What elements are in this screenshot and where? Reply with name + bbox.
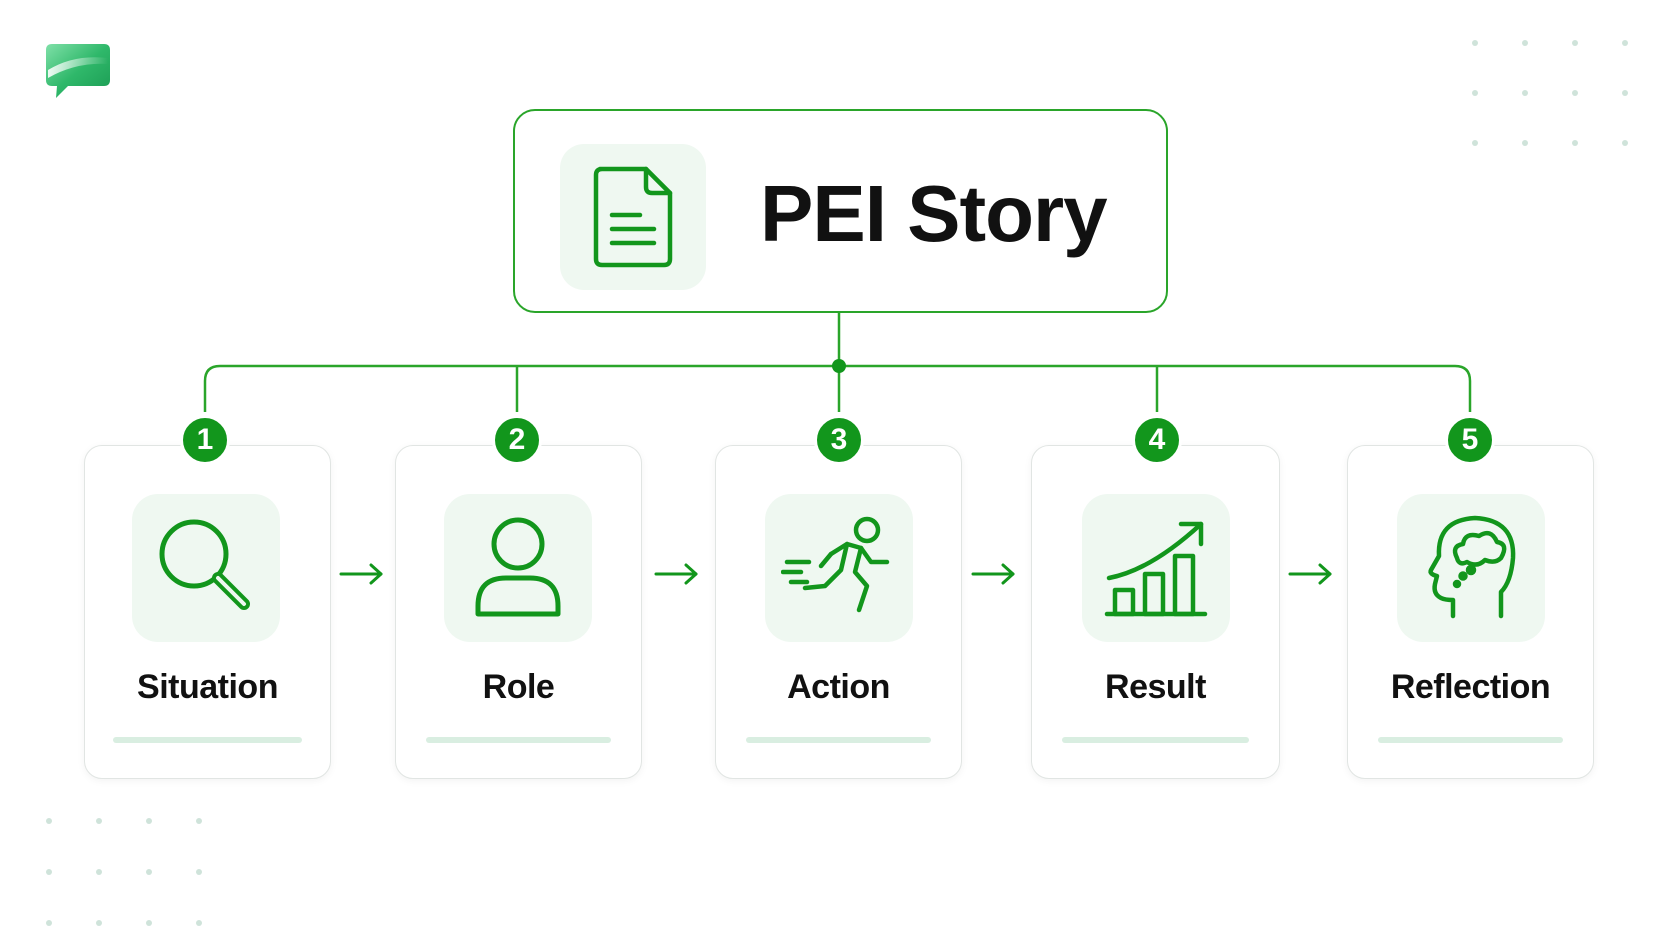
dot-grid-bottom-left	[46, 818, 202, 926]
step-icon-tile	[765, 494, 913, 642]
running-person-icon	[781, 516, 890, 613]
step-card-reflection: Reflection	[1347, 445, 1594, 779]
arrow-right-icon	[971, 563, 1015, 585]
step-bar	[746, 737, 931, 743]
arrow-right-icon	[654, 563, 698, 585]
step-label-reflection: Reflection	[1390, 668, 1551, 706]
arrow-right-icon	[339, 563, 383, 585]
step-label-action: Action	[787, 668, 890, 706]
person-icon	[475, 517, 561, 617]
step-badge-5: 5	[1445, 415, 1495, 465]
step-badge-3: 3	[814, 415, 864, 465]
step-icon-tile	[132, 494, 280, 642]
step-card-action: Action	[715, 445, 962, 779]
step-bar	[113, 737, 302, 743]
step-label-situation: Situation	[137, 668, 278, 706]
dot-grid-top-right	[1472, 40, 1628, 146]
step-bar	[1378, 737, 1563, 743]
magnifier-icon	[159, 519, 250, 610]
step-label-role: Role	[482, 668, 555, 706]
step-badge-2: 2	[492, 415, 542, 465]
document-icon	[593, 166, 673, 268]
chat-logo-icon	[46, 44, 110, 98]
step-card-situation: Situation	[84, 445, 331, 779]
step-icon-tile	[444, 494, 592, 642]
step-bar	[426, 737, 611, 743]
step-icon-tile	[1397, 494, 1545, 642]
step-badge-4: 4	[1132, 415, 1182, 465]
title-box: PEI Story	[513, 109, 1168, 313]
growth-chart-icon	[1104, 521, 1208, 617]
step-bar	[1062, 737, 1249, 743]
step-label-result: Result	[1105, 668, 1206, 706]
head-thought-icon	[1428, 515, 1516, 619]
step-card-role: Role	[395, 445, 642, 779]
step-badge-1: 1	[180, 415, 230, 465]
step-icon-tile	[1082, 494, 1230, 642]
arrow-right-icon	[1288, 563, 1332, 585]
page-title: PEI Story	[760, 169, 1108, 258]
step-card-result: Result	[1031, 445, 1280, 779]
title-icon-tile	[560, 144, 706, 290]
